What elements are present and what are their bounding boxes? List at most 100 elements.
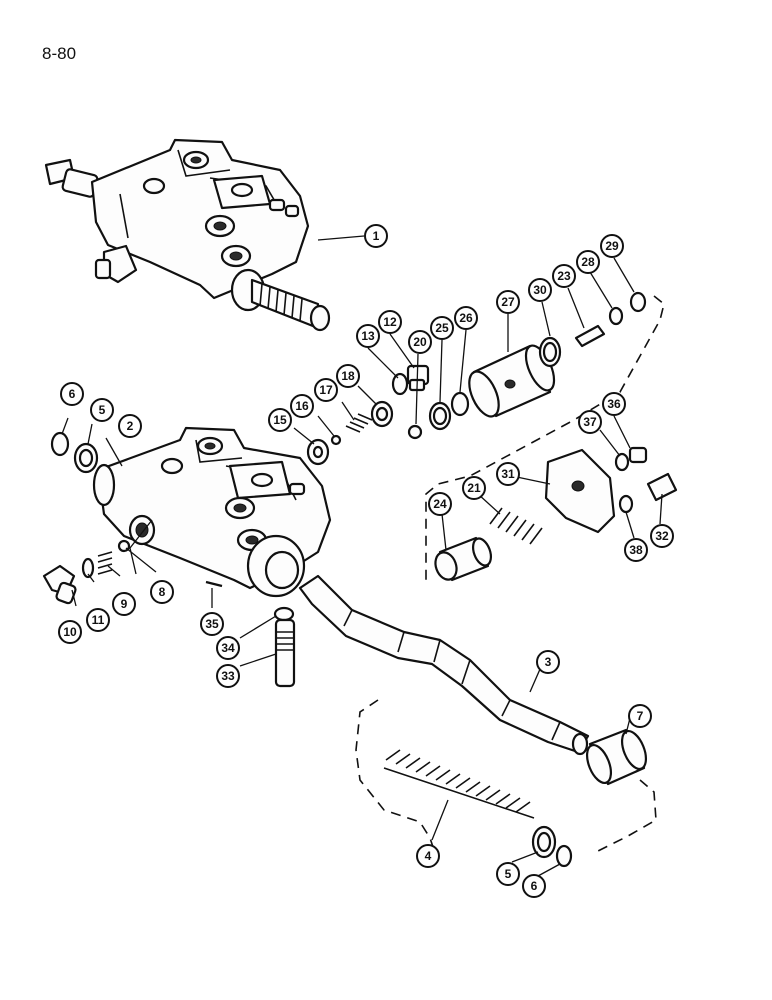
dashed-bracket-lower-left <box>355 699 435 851</box>
callout-15: 15 <box>268 408 292 432</box>
callout-30: 30 <box>528 278 552 302</box>
svg-text:6: 6 <box>531 879 538 893</box>
callout-29: 29 <box>600 234 624 258</box>
svg-text:25: 25 <box>435 321 449 335</box>
svg-text:4: 4 <box>425 849 432 863</box>
callout-20: 20 <box>408 330 432 354</box>
svg-text:5: 5 <box>99 403 106 417</box>
callout-2: 2 <box>118 414 142 438</box>
svg-text:15: 15 <box>273 413 287 427</box>
spool-24 <box>434 536 493 582</box>
spring-4 <box>383 749 535 819</box>
svg-text:17: 17 <box>319 383 333 397</box>
svg-text:23: 23 <box>557 269 571 283</box>
svg-text:32: 32 <box>655 529 669 543</box>
leader-lines <box>61 235 663 877</box>
svg-text:18: 18 <box>341 369 355 383</box>
callout-8: 8 <box>150 580 174 604</box>
callout-37: 37 <box>578 410 602 434</box>
svg-text:21: 21 <box>467 481 481 495</box>
pin-35 <box>205 580 223 588</box>
svg-text:16: 16 <box>295 399 309 413</box>
svg-text:28: 28 <box>581 255 595 269</box>
svg-text:10: 10 <box>63 625 77 639</box>
dashed-bracket-upper <box>425 295 665 580</box>
valve-assembly-1 <box>44 138 331 332</box>
callout-17: 17 <box>314 378 338 402</box>
callout-25: 25 <box>430 316 454 340</box>
callout-32: 32 <box>650 524 674 548</box>
screw-32 <box>646 472 678 502</box>
svg-text:34: 34 <box>221 641 235 655</box>
svg-text:9: 9 <box>121 597 128 611</box>
snap-ring-6-bottom <box>555 844 573 868</box>
svg-text:3: 3 <box>545 655 552 669</box>
callout-36: 36 <box>602 392 626 416</box>
callout-5-top: 5 <box>90 398 114 422</box>
ball-20 <box>407 424 423 440</box>
callout-33: 33 <box>216 664 240 688</box>
spool-shaft-3 <box>298 574 590 756</box>
nut-36 <box>628 446 648 464</box>
callout-16: 16 <box>290 394 314 418</box>
ring-29 <box>629 291 647 313</box>
spring-21 <box>489 507 543 545</box>
callout-34: 34 <box>216 636 240 660</box>
svg-text:38: 38 <box>629 543 643 557</box>
svg-text:2: 2 <box>127 419 134 433</box>
callout-28: 28 <box>576 250 600 274</box>
callout-11: 11 <box>86 608 110 632</box>
svg-text:29: 29 <box>605 239 619 253</box>
callout-26: 26 <box>454 306 478 330</box>
o-ring-13 <box>391 372 409 396</box>
sleeve-27 <box>468 344 556 418</box>
svg-text:1: 1 <box>373 229 380 243</box>
svg-text:35: 35 <box>205 617 219 631</box>
callout-35: 35 <box>200 612 224 636</box>
svg-text:8: 8 <box>159 585 166 599</box>
washer-38 <box>618 494 634 514</box>
svg-text:5: 5 <box>505 867 512 881</box>
callout-5-bottom: 5 <box>496 862 520 886</box>
svg-text:26: 26 <box>459 311 473 325</box>
washer-37 <box>614 452 630 472</box>
plate-31 <box>544 448 616 534</box>
svg-text:7: 7 <box>637 709 644 723</box>
callout-12: 12 <box>378 310 402 334</box>
dashed-bracket-lower-right <box>595 779 657 853</box>
svg-text:24: 24 <box>433 497 447 511</box>
page-code: 8-80 <box>42 44 77 63</box>
svg-text:13: 13 <box>361 329 375 343</box>
o-ring-11 <box>81 557 95 579</box>
callout-6-top: 6 <box>60 382 84 406</box>
stud-33 <box>274 618 296 688</box>
callout-1: 1 <box>364 224 388 248</box>
ring-28 <box>608 306 624 326</box>
svg-text:33: 33 <box>221 669 235 683</box>
elbow-fitting-10 <box>42 564 77 605</box>
spring-17 <box>345 413 373 433</box>
callout-23: 23 <box>552 264 576 288</box>
snap-ring-6-top <box>50 431 70 457</box>
ring-26 <box>450 391 470 417</box>
pin-23 <box>574 324 606 348</box>
callout-10: 10 <box>58 620 82 644</box>
callout-31: 31 <box>496 462 520 486</box>
svg-text:31: 31 <box>501 467 515 481</box>
valve-body-2 <box>92 426 332 598</box>
svg-text:36: 36 <box>607 397 621 411</box>
svg-text:30: 30 <box>533 283 547 297</box>
seat-15 <box>306 438 330 466</box>
callout-9: 9 <box>112 592 136 616</box>
callout-21: 21 <box>462 476 486 500</box>
ball-16 <box>330 434 342 446</box>
ring-34 <box>273 606 295 622</box>
svg-text:6: 6 <box>69 387 76 401</box>
callout-6-bottom: 6 <box>522 874 546 898</box>
callout-13: 13 <box>356 324 380 348</box>
callout-7: 7 <box>628 704 652 728</box>
callout-38: 38 <box>624 538 648 562</box>
svg-text:11: 11 <box>92 613 105 627</box>
svg-text:37: 37 <box>583 415 597 429</box>
